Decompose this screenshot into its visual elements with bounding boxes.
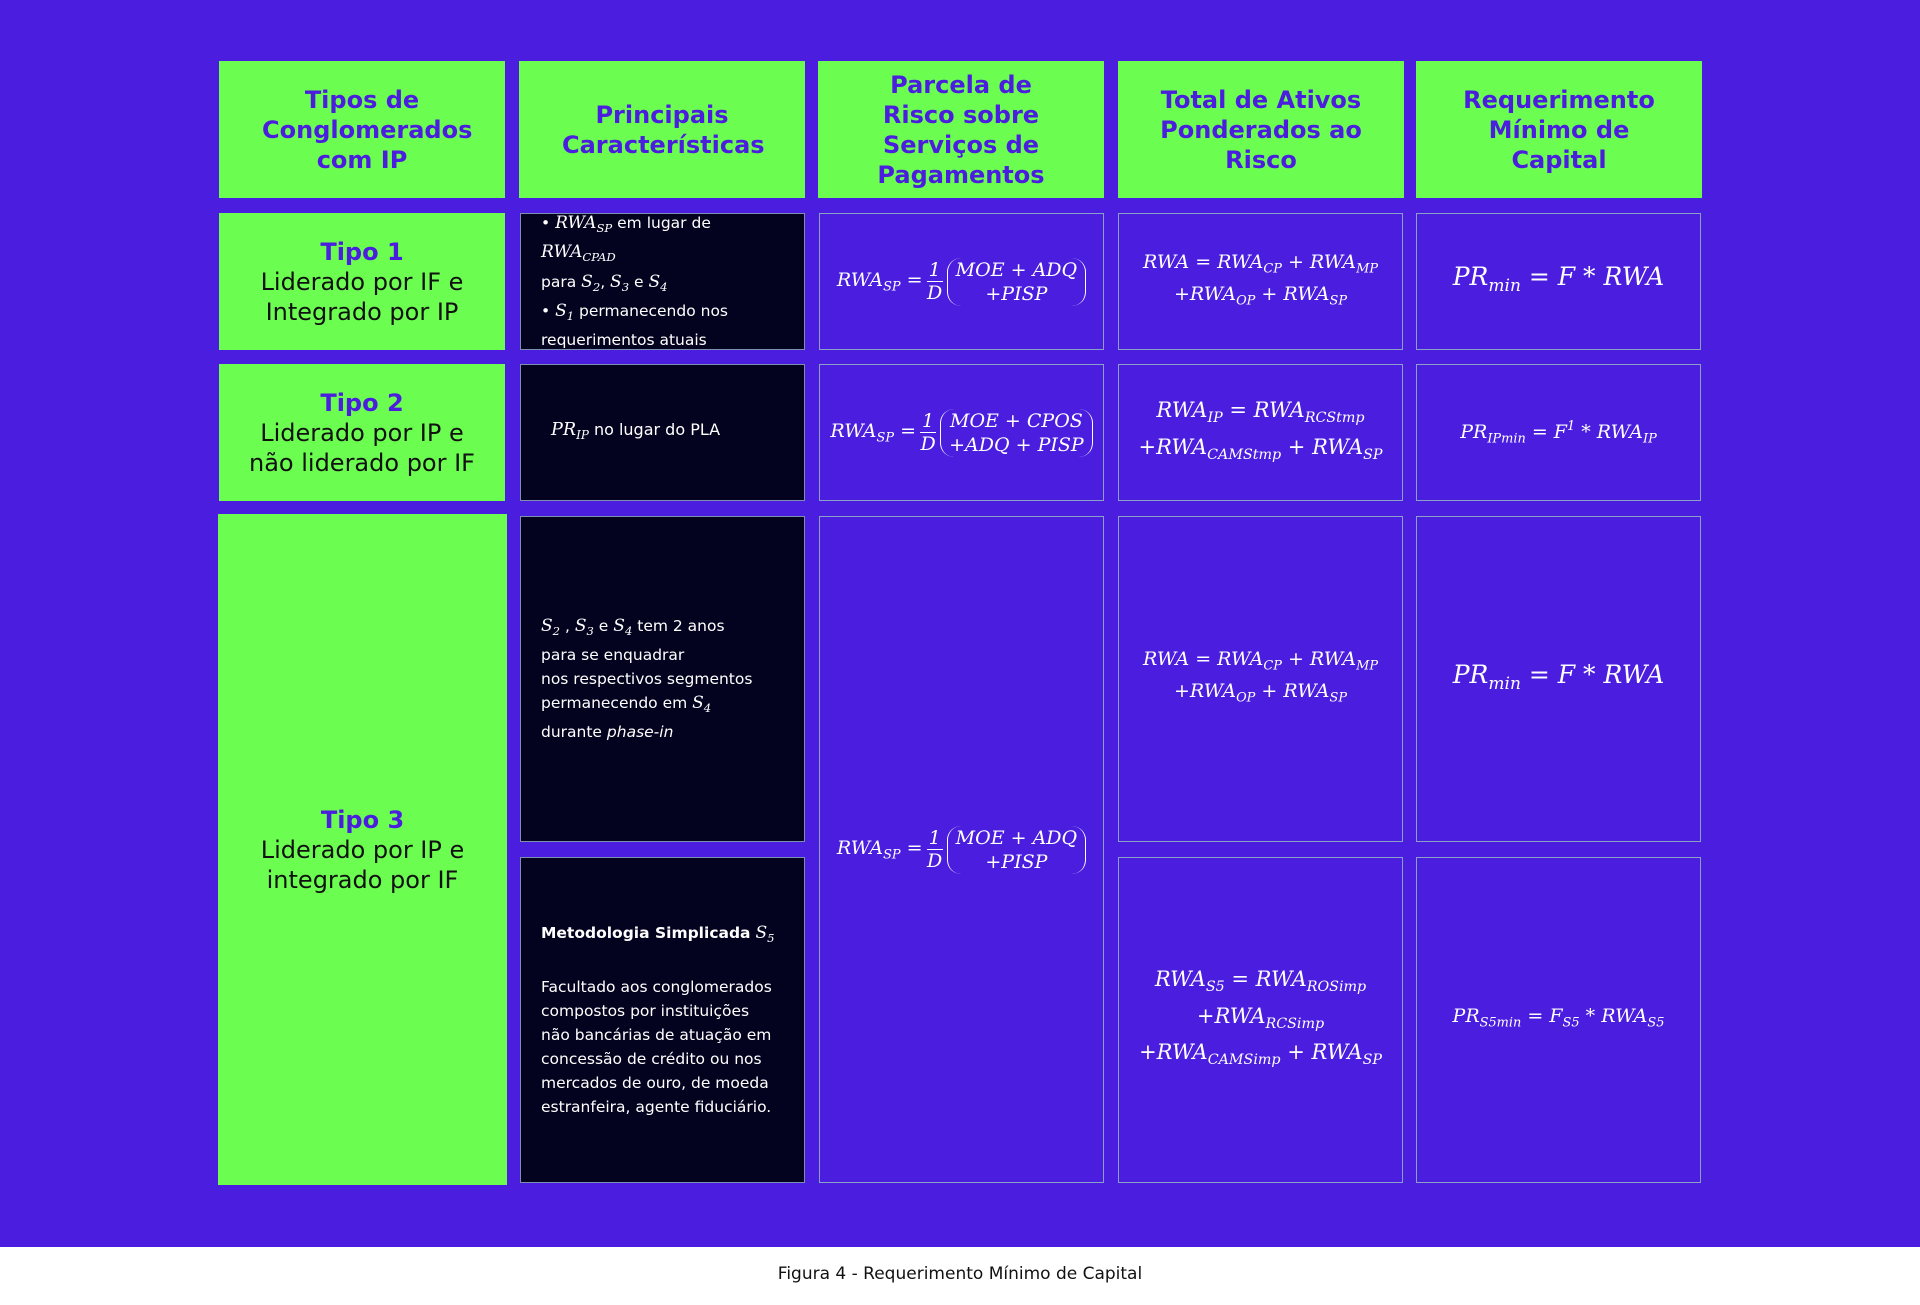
formula-line: +RWAOP + RWASP [1173, 282, 1348, 309]
formula-line: +RWAOP + RWASP [1173, 680, 1348, 706]
text-line: não bancárias de atuação em [541, 1025, 772, 1044]
characteristics-type-3-s5: Metodologia Simplicada S5 Facultado aos c… [520, 857, 805, 1183]
text-line [541, 951, 775, 975]
header-label: Requerimento Mínimo de Capital [1463, 85, 1655, 174]
formula-line: RWA = RWACP + RWAMP [1142, 250, 1379, 277]
header-caracteristicas: Principais Características [519, 61, 805, 198]
math-symbol: S1 [555, 300, 575, 323]
header-requerimento: Requerimento Mínimo de Capital [1416, 61, 1702, 198]
math-symbol: S3 [610, 271, 630, 294]
text-line: compostos por instituições [541, 1001, 750, 1020]
text-line: • RWASP em lugar de RWACPAD [541, 213, 711, 265]
characteristics-type-3-phase-in: S2 , S3 e S4 tem 2 anos para se enquadrar… [520, 516, 805, 842]
requirement-formula-type-3: PRmin = F * RWA [1416, 516, 1701, 842]
math-symbol: PRIP [551, 419, 589, 443]
math-symbol: S4 [613, 615, 633, 638]
total-formula-type-3: RWA = RWACP + RWAMP +RWAOP + RWASP [1118, 516, 1403, 842]
text-line: S2 , S3 e S4 tem 2 anos [541, 615, 725, 638]
type-desc: Liderado por IF e Integrado por IP [260, 267, 464, 326]
math-symbol: S2 [541, 615, 561, 638]
text-line: PRIP no lugar do PLA [551, 419, 721, 443]
math-symbol: S2 [581, 271, 601, 294]
formula-line: PRIPmin = F1 * RWAIP [1460, 418, 1657, 447]
text-line: requerimentos atuais [541, 330, 707, 349]
formula-line: +RWACAMSimp + RWASP [1139, 1040, 1382, 1069]
header-total: Total de Ativos Ponderados ao Risco [1118, 61, 1404, 198]
total-formula-type-1: RWA = RWACP + RWAMP +RWAOP + RWASP [1118, 213, 1403, 350]
text-line: mercados de ouro, de moeda [541, 1073, 769, 1092]
formula-line: +RWACAMStmp + RWASP [1138, 434, 1383, 463]
type-desc: Liderado por IP e não liderado por IF [249, 418, 475, 477]
diagram-background: Tipos de Conglomerados com IP Principais… [0, 0, 1920, 1247]
text-line: para se enquadrar [541, 646, 685, 664]
formula-line: PRS5min = FS5 * RWAS5 [1452, 1005, 1665, 1031]
math-symbol: RWASP [555, 213, 613, 236]
formula-line: +RWARCSimp [1196, 1003, 1325, 1032]
type-name: Tipo 1 [320, 237, 404, 266]
formula-line: RWA = RWACP + RWAMP [1142, 648, 1379, 674]
math-symbol: RWACPAD [541, 242, 616, 265]
total-formula-type-3-s5: RWAS5 = RWAROSimp +RWARCSimp +RWACAMSimp +… [1118, 857, 1403, 1183]
math-symbol: S4 [692, 693, 712, 716]
type-name: Tipo 2 [320, 388, 404, 417]
text-line: Metodologia Simplicada S5 [541, 923, 775, 946]
parenthesized-terms: MOE + ADQ+PISP [946, 257, 1087, 306]
header-tipos: Tipos de Conglomerados com IP [219, 61, 505, 198]
header-label: Parcela de Risco sobre Serviços de Pagam… [877, 70, 1045, 189]
requirement-formula-type-1: PRmin = F * RWA [1416, 213, 1701, 350]
parenthesized-terms: MOE + ADQ+PISP [946, 825, 1087, 874]
text-line: para S2, S3 e S4 [541, 271, 668, 294]
formula-line: PRmin = F * RWA [1452, 659, 1665, 694]
formula-lhs: RWASP = [836, 268, 923, 295]
text-line: • S1 permanecendo nos [541, 300, 728, 323]
header-label: Principais Características [562, 100, 765, 159]
text-line: permanecendo em S4 [541, 693, 712, 716]
header-label: Total de Ativos Ponderados ao Risco [1160, 85, 1362, 174]
requirement-formula-type-3-s5: PRS5min = FS5 * RWAS5 [1416, 857, 1701, 1183]
formula-line: RWAS5 = RWAROSimp [1154, 966, 1367, 995]
text-line: Facultado aos conglomerados [541, 977, 772, 996]
header-parcela: Parcela de Risco sobre Serviços de Pagam… [818, 61, 1104, 198]
formula-lhs: RWASP = [830, 419, 917, 446]
figure-caption: Figura 4 - Requerimento Mínimo de Capita… [777, 1264, 1143, 1284]
formula-line: RWAIP = RWARCStmp [1156, 397, 1365, 426]
math-symbol: S3 [574, 615, 594, 638]
requirement-formula-type-2: PRIPmin = F1 * RWAIP [1416, 364, 1701, 501]
text-line: nos respectivos segmentos [541, 670, 753, 688]
total-formula-type-2: RWAIP = RWARCStmp +RWACAMStmp + RWASP [1118, 364, 1403, 501]
type-desc: Liderado por IP e integrado por IF [260, 835, 465, 894]
formula-lhs: RWASP = [836, 836, 923, 863]
type-name: Tipo 3 [320, 805, 405, 834]
formula-line: PRmin = F * RWA [1452, 262, 1665, 296]
characteristics-type-2: PRIP no lugar do PLA [520, 364, 805, 501]
math-symbol: S4 [648, 271, 668, 294]
text-line: estranfeira, agente fiduciário. [541, 1097, 772, 1116]
header-label: Tipos de Conglomerados com IP [262, 85, 473, 174]
text-line: durante phase-in [541, 723, 674, 742]
parenthesized-terms: MOE + CPOS+ADQ + PISP [940, 408, 1093, 457]
math-symbol: S5 [755, 923, 775, 946]
characteristics-type-1: • RWASP em lugar de RWACPAD para S2, S3 e… [520, 213, 805, 350]
text-line: concessão de crédito ou nos [541, 1049, 762, 1068]
